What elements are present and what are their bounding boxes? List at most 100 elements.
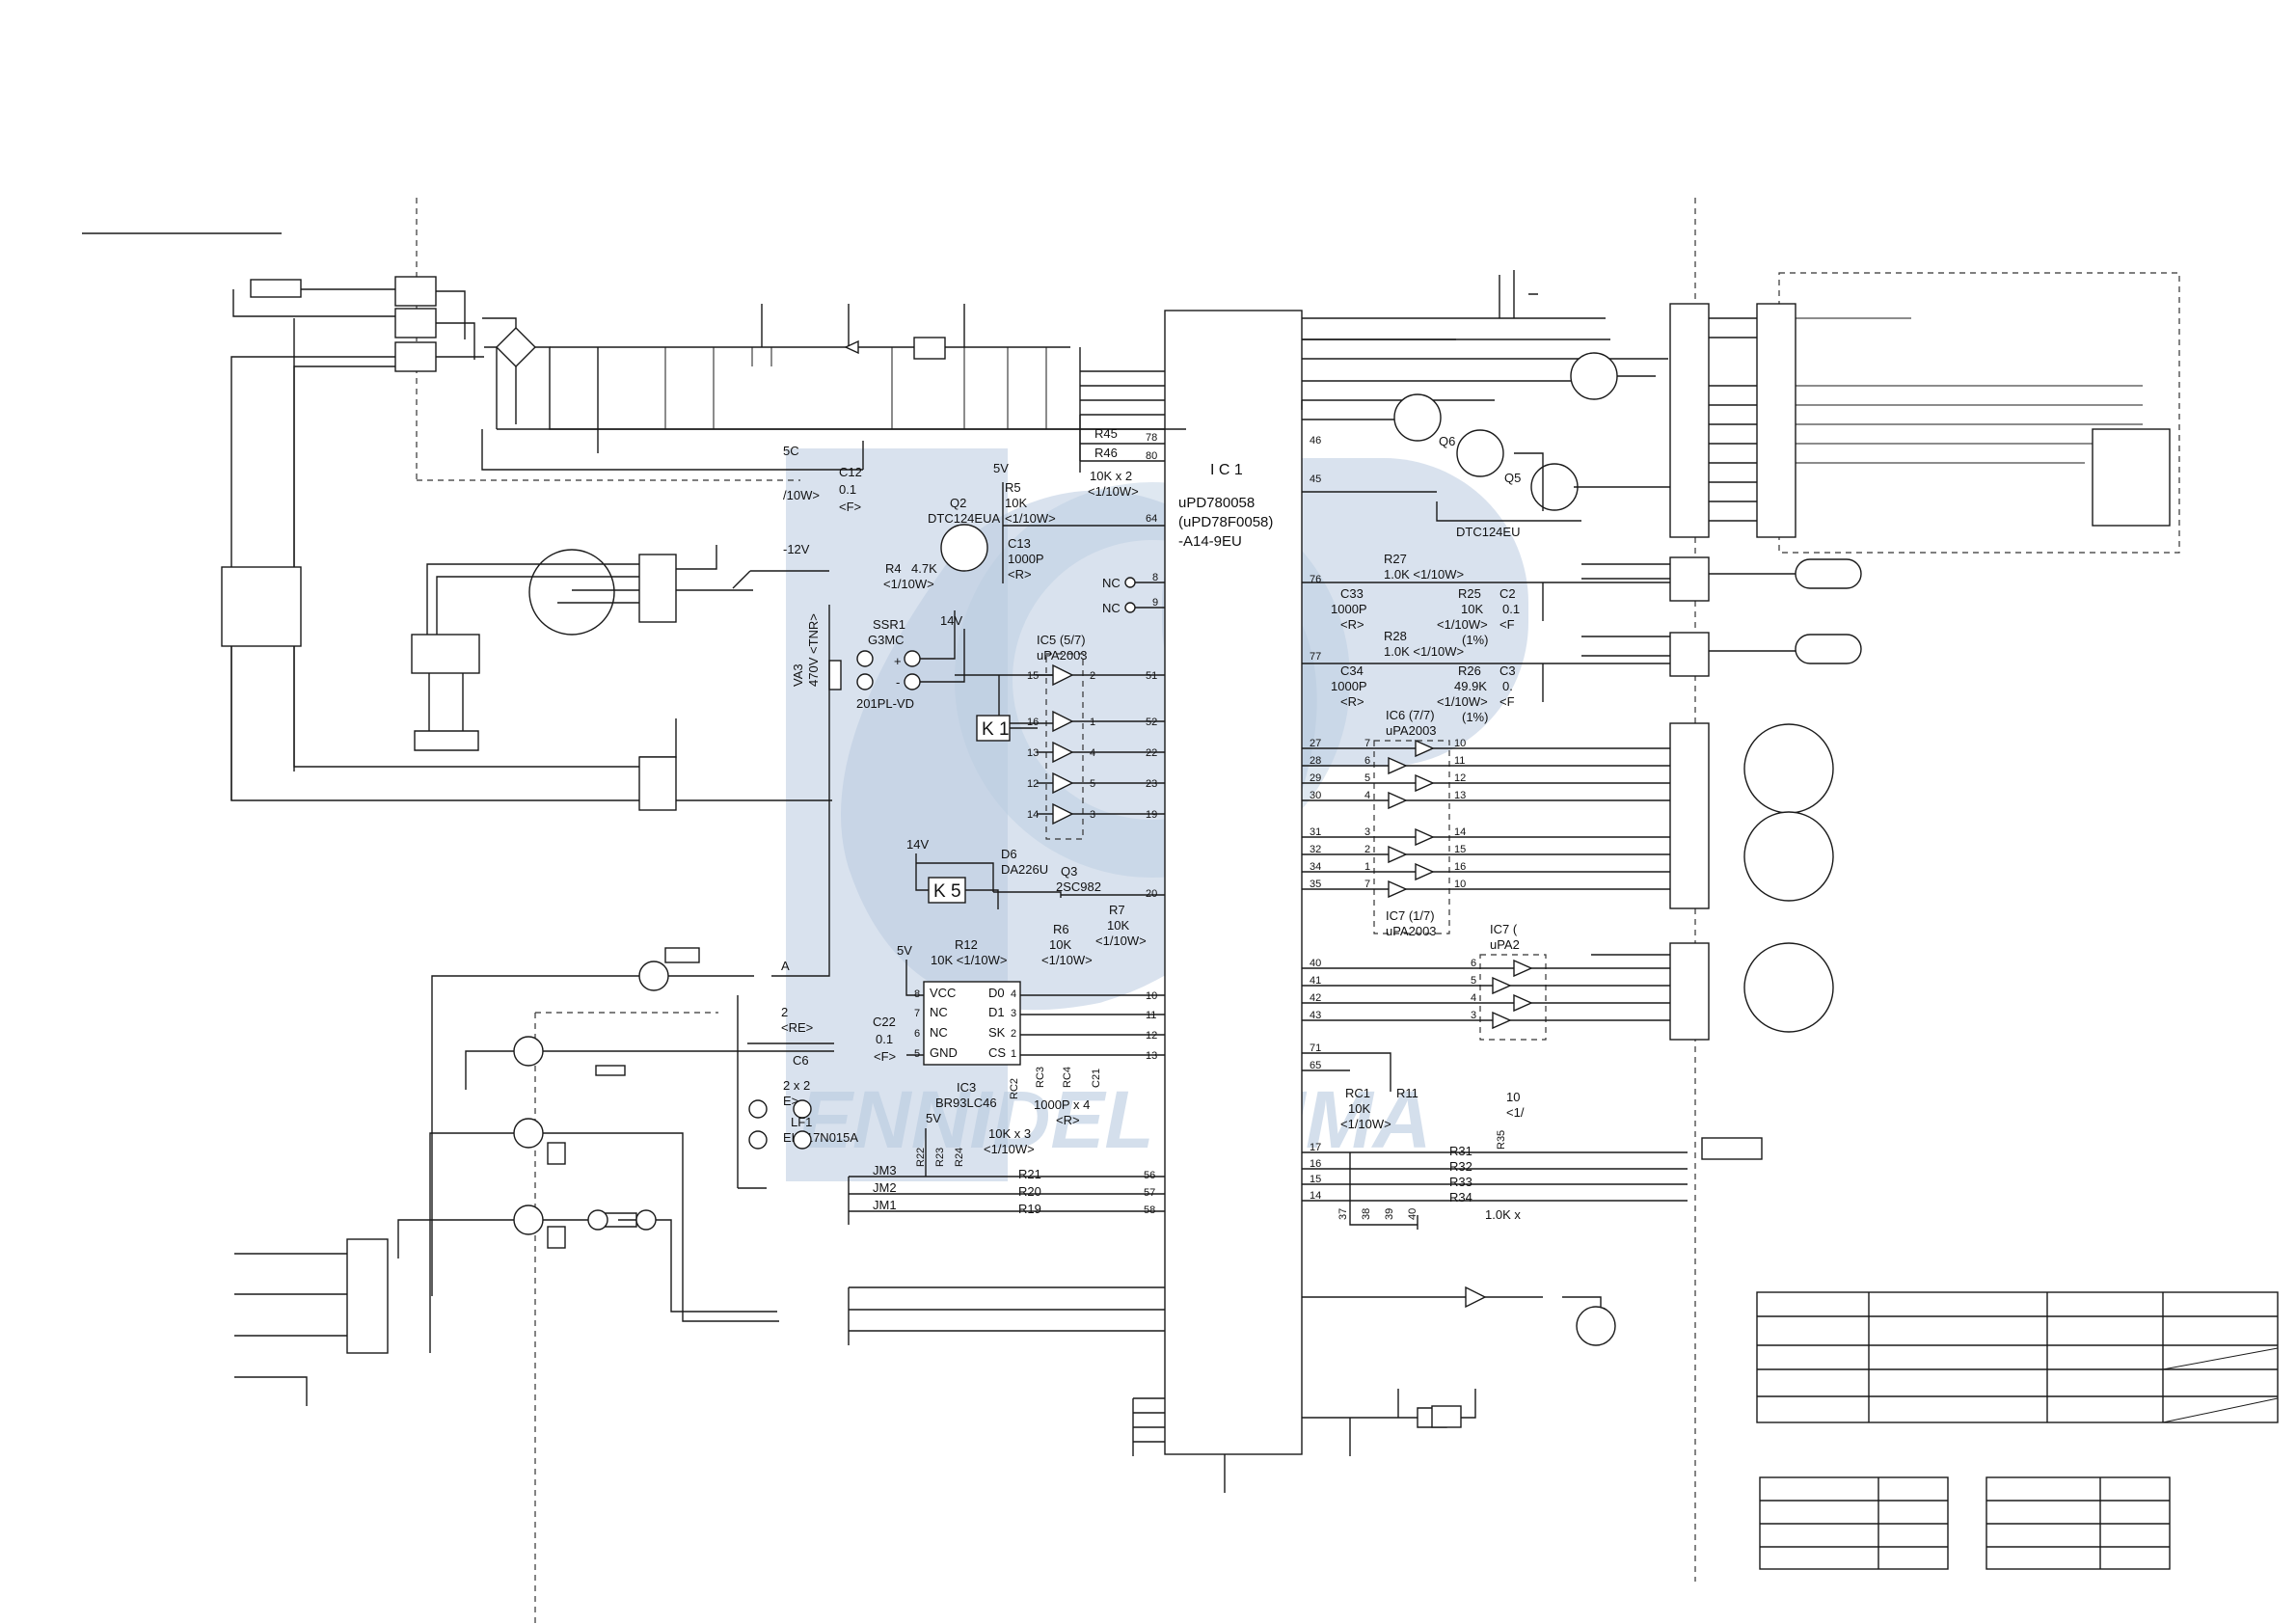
r27-label: R27 (1384, 552, 1407, 566)
k5-relay: 14V D6 DA226U K 5 Q3 2SC982 R6 10K <1/10… (906, 837, 1165, 967)
ic6-type: uPA2003 (1386, 723, 1437, 738)
ic5-out-1: 1 (1090, 717, 1095, 728)
pin-30: 30 (1310, 790, 1321, 801)
pin-78: 78 (1146, 432, 1157, 444)
ic3-gnd: GND (930, 1045, 958, 1060)
rc-value: 1000P x 4 (1034, 1097, 1090, 1112)
c22-label: C22 (873, 1015, 896, 1029)
r19-label: R19 (1018, 1202, 1041, 1216)
q2-type: DTC124EUA (928, 511, 1000, 526)
ic7-in-7: 7 (1364, 879, 1370, 890)
pin-45: 45 (1310, 474, 1321, 485)
q2-transistor: Q2 DTC124EUA 5V R5 10K <1/10W> C13 1000P… (783, 461, 1165, 591)
ic3-nc2: NC (930, 1025, 948, 1040)
r35-label: R35 (1496, 1130, 1507, 1150)
pin-16: 16 (1310, 1158, 1321, 1170)
d6-type: DA226U (1001, 862, 1048, 877)
r24-label: R24 (954, 1148, 965, 1167)
c2-f: <F (1499, 617, 1515, 632)
ic7-in-4: 4 (1471, 992, 1476, 1004)
five-c-label: 5C (783, 444, 799, 458)
pin-38: 38 (1361, 1208, 1372, 1220)
pin-37: 37 (1337, 1208, 1349, 1220)
pin-41: 41 (1310, 975, 1321, 987)
ic7-in-5: 5 (1471, 975, 1476, 987)
r32-label: R32 (1449, 1159, 1472, 1174)
ic1-title: I C 1 (1210, 462, 1243, 478)
ssr1-model: 201PL-VD (856, 696, 914, 711)
r22-label: R22 (915, 1148, 927, 1167)
ic3-pin-7: 7 (914, 1008, 920, 1019)
ic7b-label: IC7 ( (1490, 922, 1518, 936)
nc-label-b: NC (1102, 601, 1121, 615)
ic5-out-5: 5 (1090, 778, 1095, 790)
ic6-in-4: 4 (1364, 790, 1370, 801)
ic3-pin-3: 3 (1011, 1008, 1016, 1019)
r31-label: R31 (1449, 1144, 1472, 1158)
r7-value: 10K (1107, 918, 1129, 933)
transformer (221, 318, 832, 811)
fan-motor (411, 545, 829, 751)
c6-value: 2 x 2 (783, 1078, 810, 1093)
ic3-pin-2: 2 (1011, 1028, 1016, 1040)
re-label: <RE> (781, 1020, 813, 1035)
jm2-label: JM2 (873, 1180, 897, 1195)
v5-label-b: 5V (897, 943, 912, 958)
ic7-second-driver: IC7 ( uPA2 40 41 42 43 6 5 4 3 (1302, 922, 1670, 1041)
jm3-label: JM3 (873, 1163, 897, 1177)
pin-34: 34 (1310, 861, 1321, 873)
ic3-d0: D0 (988, 986, 1005, 1000)
ssr1-type: G3MC (868, 633, 905, 647)
ic7-in-6: 6 (1471, 958, 1476, 969)
ic3-eeprom: 5V R12 10K <1/10W> 8 7 6 5 VCC NC NC GND… (873, 937, 1165, 1127)
r35-value: 10 (1506, 1090, 1520, 1104)
ic3-nc1: NC (930, 1005, 948, 1019)
ic3-pin-6: 6 (914, 1028, 920, 1040)
pin-11: 11 (1146, 1010, 1156, 1021)
r7-watt: <1/10W> (1095, 934, 1147, 948)
c22-f: <F> (874, 1049, 896, 1064)
bottom-right-resistors: 71 65 RC1 10K <1/10W> R11 R35 10 <1/ R31… (1302, 1042, 1688, 1346)
ic6-out-12: 12 (1454, 772, 1466, 784)
ic1-suffix: -A14-9EU (1178, 533, 1242, 550)
ic6-label: IC6 (7/7) (1386, 708, 1435, 722)
ic3-type: BR93LC46 (935, 1096, 997, 1110)
va3-label: VA3 (791, 663, 805, 687)
r20-label: R20 (1018, 1184, 1041, 1199)
ic5-in-14: 14 (1027, 809, 1039, 821)
ic1-part: uPD780058 (1178, 495, 1255, 511)
q3-label: Q3 (1061, 864, 1077, 879)
pin-77: 77 (1310, 651, 1321, 663)
r45-watt: <1/10W> (1088, 484, 1139, 499)
jm1-label: JM1 (873, 1198, 897, 1212)
ic6-out-13: 13 (1454, 790, 1466, 801)
pin-28: 28 (1310, 755, 1321, 767)
c34-r: <R> (1340, 694, 1364, 709)
r12-label: R12 (955, 937, 978, 952)
c12-label: C12 (839, 465, 862, 479)
ic6-in-2: 2 (1364, 844, 1370, 855)
r45-label: R45 (1094, 426, 1118, 441)
pin-13: 13 (1146, 1050, 1157, 1062)
pin-27: 27 (1310, 738, 1321, 749)
d6-label: D6 (1001, 847, 1017, 861)
jumper-block: 5V R22 R23 R24 10K x 3 <1/10W> JM3 JM2 J… (848, 1111, 1165, 1345)
c34-label: C34 (1340, 663, 1364, 678)
pin-57: 57 (1144, 1187, 1155, 1199)
ic6-out-15: 15 (1454, 844, 1466, 855)
r26-watt: <1/10W> (1437, 694, 1488, 709)
rc1-watt: <1/10W> (1340, 1117, 1391, 1131)
r12-value: 10K <1/10W> (931, 953, 1008, 967)
ic7-in-3: 3 (1471, 1010, 1476, 1021)
pin-58: 58 (1144, 1204, 1155, 1216)
pin-42: 42 (1310, 992, 1321, 1004)
five-c-line: 5C C12 0.1 <F> /10W> (481, 429, 864, 514)
watt-10: /10W> (783, 488, 820, 502)
r5-value: 10K (1005, 496, 1027, 510)
pin-64: 64 (1146, 513, 1157, 525)
pin-10: 10 (1146, 990, 1157, 1002)
c2-label: C2 (1499, 586, 1516, 601)
ic5-label: IC5 (5/7) (1037, 633, 1086, 647)
ic6-out-14: 14 (1454, 826, 1466, 838)
